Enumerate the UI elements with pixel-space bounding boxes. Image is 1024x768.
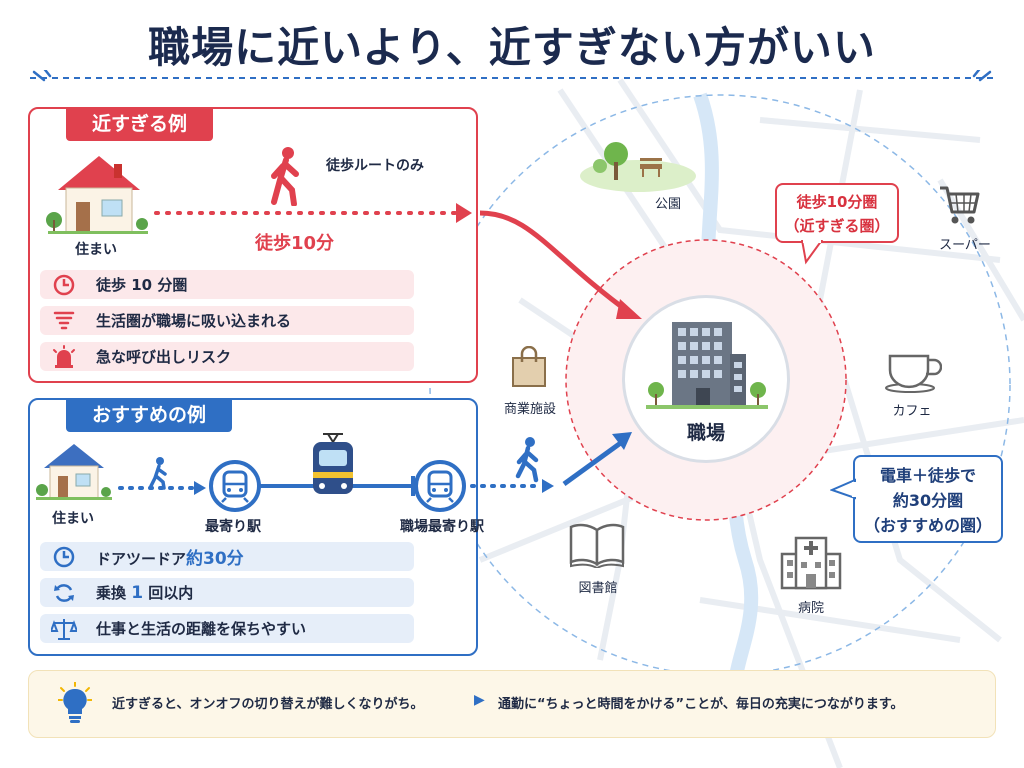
panel-tag-recommended: おすすめの例 [66, 398, 233, 432]
callout-30min-pointer [830, 478, 856, 500]
hospital-icon [780, 536, 842, 590]
map-label-supermarket: スーパー [939, 238, 991, 253]
recommended-items: ドアツードア約30分 乗換 1 回以内 仕事と生活の距離を保ちやすい [28, 542, 478, 652]
map-label-park: 公園 [654, 197, 681, 212]
close-items: 徒歩 10 分圏 生活圏が職場に吸い込まれる 急な呼び出しリスク [28, 270, 478, 380]
callout-10min: 徒歩10分圏 （近すぎる圏） [775, 183, 899, 243]
red-route [154, 203, 642, 319]
blue-route [118, 432, 632, 512]
title-underline [30, 70, 994, 82]
train-station-icon [414, 460, 466, 512]
close-item-1: 徒歩 10 分圏 [40, 270, 414, 299]
walking-person-icon [515, 437, 539, 483]
nearest-station-label: 最寄り駅 [205, 519, 261, 535]
refresh-icon [46, 581, 82, 605]
recommended-item-1: ドアツードア約30分 [40, 542, 414, 571]
map-label-library: 図書館 [578, 581, 618, 596]
shopping-bag-icon [512, 346, 546, 387]
bottom-text-2: 通勤に“ちょっと時間をかける”ことが、毎日の充実につながります。 [498, 697, 904, 712]
workplace-label: 職場 [686, 422, 725, 444]
coffee-cup-icon [885, 354, 942, 393]
house-icon [46, 156, 148, 234]
walking-person-icon [149, 457, 167, 490]
map-label-cafe: カフェ [892, 404, 932, 419]
clock-icon [46, 545, 82, 569]
lightbulb-icon [58, 682, 92, 723]
close-item-2: 生活圏が職場に吸い込まれる [40, 306, 414, 335]
route-label: 徒歩ルートのみ [326, 158, 424, 174]
recommended-item-2: 乗換 1 回以内 [40, 578, 414, 607]
bottom-text-1: 近すぎると、オンオフの切り替えが難しくなりがち。 [112, 697, 424, 712]
panel-close-example: 近すぎる例 [28, 107, 478, 383]
walking-person-icon [271, 147, 299, 206]
callout-30min: 電車＋徒歩で 約30分圏 （おすすめの圏） [853, 455, 1003, 543]
recommended-item-3: 仕事と生活の距離を保ちやすい [40, 614, 414, 643]
callout-10min-pointer [800, 240, 824, 265]
bottom-message-bar [28, 670, 996, 738]
home-label-close: 住まい [75, 242, 117, 258]
train-station-icon [209, 460, 261, 512]
alarm-bell-icon [46, 344, 82, 369]
map-label-hospital: 病院 [797, 601, 824, 616]
house-icon [36, 444, 112, 500]
page-title: 職場に近いより、近すぎない方がいい [148, 23, 876, 72]
panel-tag-close: 近すぎる例 [66, 107, 214, 141]
train-icon [313, 433, 353, 494]
tornado-icon [46, 309, 82, 333]
close-item-3: 急な呼び出しリスク [40, 342, 414, 371]
walk-time-label: 徒歩10分 [255, 233, 335, 254]
work-station-label: 職場最寄り駅 [400, 519, 484, 535]
map-label-commercial: 商業施設 [503, 402, 556, 417]
book-icon [569, 523, 625, 568]
panel-recommended-example: おすすめの例 [28, 398, 478, 656]
home-label-recommended: 住まい [52, 511, 94, 527]
office-building-icon [646, 322, 768, 409]
park-icon [580, 142, 696, 192]
scale-icon [46, 617, 82, 641]
play-arrow-icon: ▶ [474, 692, 485, 708]
shopping-cart-icon [940, 186, 980, 224]
clock-icon [46, 273, 82, 297]
